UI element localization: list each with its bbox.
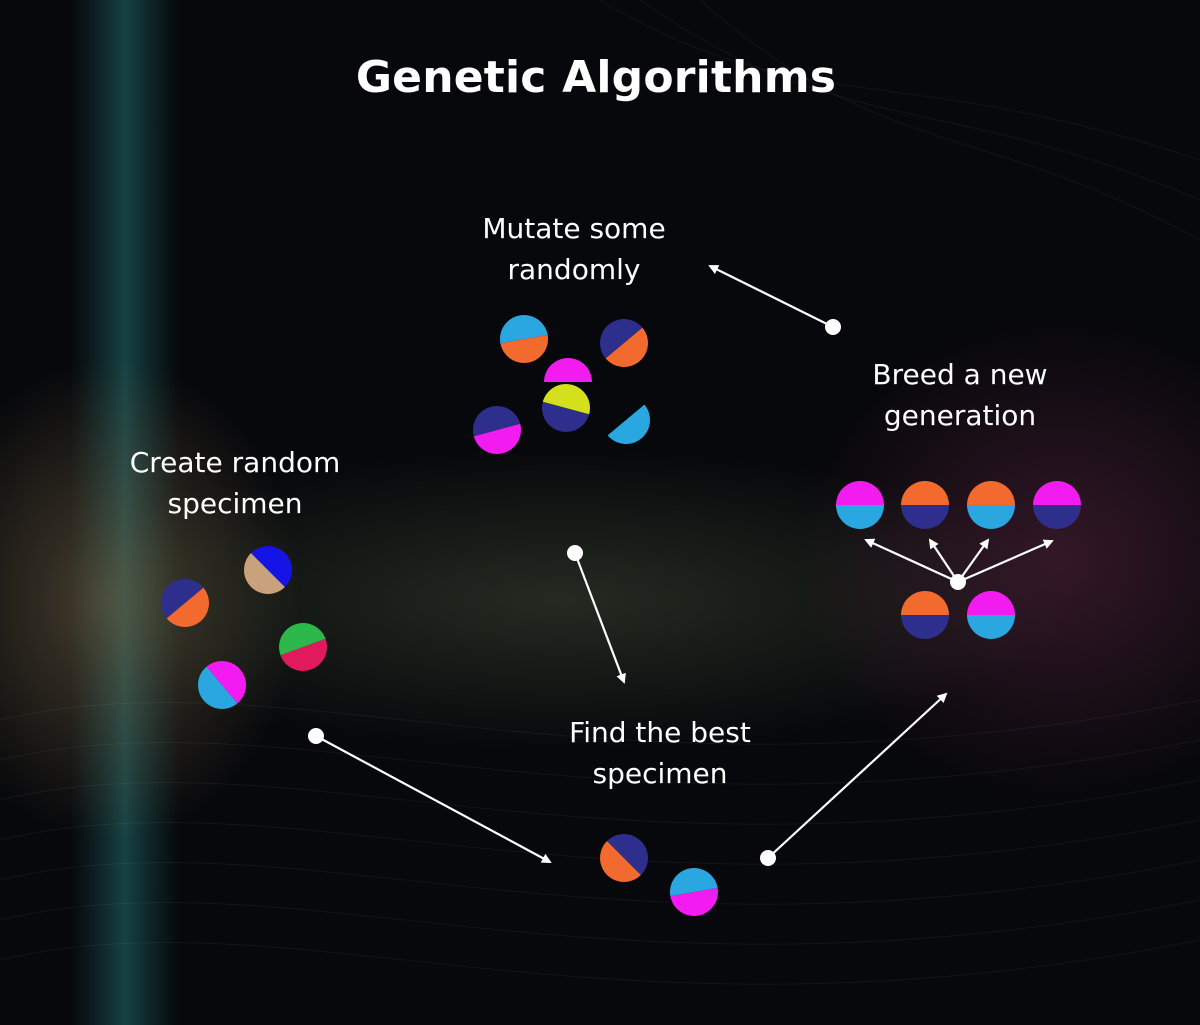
- specimen-create-3-half-a: [280, 638, 327, 671]
- specimen-create-1-half-b: [161, 579, 204, 619]
- stage-label-mutate-line1: Mutate some: [482, 212, 666, 245]
- specimen-best-1: [600, 834, 648, 882]
- stage-label-mutate: Mutate some randomly: [424, 208, 724, 290]
- breeding-hub-dot: [950, 574, 966, 590]
- specimen-create-1-half-a: [166, 587, 209, 627]
- specimen-layer: [161, 315, 1081, 916]
- stage-label-create-line1: Create random: [129, 446, 341, 479]
- specimen-breed-1-half-b: [836, 505, 884, 529]
- breeding-arrow-3: [957, 538, 990, 583]
- specimen-create-2-half-b: [251, 546, 292, 587]
- stage-label-create-line2: specimen: [167, 487, 303, 520]
- specimen-mutate-6-half-b: [473, 406, 521, 437]
- stage-label-breed-line2: generation: [883, 399, 1037, 432]
- specimen-mutate-2: [600, 319, 648, 367]
- stage-label-mutate-line2: randomly: [507, 253, 641, 286]
- specimen-breed-2-half-b: [901, 505, 949, 529]
- specimen-mutate-5: [607, 404, 650, 444]
- specimen-breed-1-half-a: [836, 481, 884, 505]
- breeding-arrow-2: [928, 538, 959, 583]
- specimen-mutate-4: [542, 384, 590, 432]
- specimen-mutate-1-half-a: [500, 334, 548, 363]
- specimen-breed-2: [901, 481, 949, 529]
- specimen-breed-4: [1033, 481, 1081, 529]
- specimen-breed-3: [967, 481, 1015, 529]
- specimen-create-4: [198, 661, 246, 710]
- specimen-mutate-1-half-b: [500, 315, 548, 344]
- breeding-hub: [864, 538, 1054, 590]
- specimen-mutate-5-half: [607, 404, 650, 444]
- specimen-create-4-half-a: [198, 666, 238, 710]
- specimen-breed-3-half-a: [967, 481, 1015, 505]
- specimen-parent-2-half-a: [967, 591, 1015, 615]
- arrow-mutate-to-find-origin-dot: [567, 545, 583, 561]
- specimen-create-1: [161, 579, 209, 627]
- specimen-parent-1-half-b: [901, 615, 949, 639]
- arrow-create-to-find-line: [315, 735, 552, 863]
- arrow-create-to-find-origin-dot: [308, 728, 324, 744]
- specimen-parent-1: [901, 591, 949, 639]
- specimen-mutate-6: [473, 406, 521, 454]
- specimen-best-1-half-a: [600, 841, 641, 882]
- specimen-parent-1-half-a: [901, 591, 949, 615]
- breeding-arrow-1: [864, 538, 959, 584]
- specimen-mutate-4-half-a: [542, 401, 590, 432]
- specimen-best-2-half-b: [670, 868, 718, 897]
- specimen-breed-2-half-a: [901, 481, 949, 505]
- specimen-mutate-3: [544, 358, 592, 382]
- arrows-layer: [308, 265, 1054, 866]
- stage-label-create: Create random specimen: [80, 442, 390, 524]
- specimen-mutate-3-half: [544, 358, 592, 382]
- specimen-best-1-half-b: [607, 834, 648, 875]
- arrow-find-to-breed: [760, 692, 948, 866]
- specimen-breed-4-half-a: [1033, 481, 1081, 505]
- specimen-create-2: [243, 546, 292, 594]
- arrow-find-to-breed-line: [767, 692, 948, 859]
- specimen-mutate-6-half-a: [473, 423, 521, 454]
- specimen-create-3-half-b: [279, 623, 326, 656]
- specimen-best-2: [670, 868, 718, 916]
- stage-label-find: Find the best specimen: [510, 712, 810, 794]
- arrow-breed-to-mutate: [708, 265, 841, 335]
- specimen-mutate-2-half-b: [600, 319, 643, 359]
- specimen-create-2-half-a: [243, 553, 285, 594]
- arrow-mutate-to-find-line: [573, 552, 626, 684]
- page-title: Genetic Algorithms: [355, 52, 837, 103]
- specimen-mutate-1: [500, 315, 548, 363]
- arrow-breed-to-mutate-line: [708, 265, 834, 328]
- arrow-create-to-find: [308, 728, 552, 863]
- specimen-breed-1: [836, 481, 884, 529]
- specimen-create-3: [279, 623, 327, 671]
- specimen-breed-4-half-b: [1033, 505, 1081, 529]
- specimen-create-4-half-b: [206, 661, 246, 704]
- specimen-best-2-half-a: [670, 887, 718, 916]
- specimen-mutate-2-half-a: [605, 327, 648, 367]
- specimen-parent-2-half-b: [967, 615, 1015, 639]
- breeding-arrow-4: [957, 539, 1054, 584]
- stage-label-find-line2: specimen: [592, 757, 728, 790]
- stage-label-breed-line1: Breed a new: [872, 358, 1048, 391]
- specimen-mutate-4-half-b: [542, 384, 590, 415]
- specimen-breed-3-half-b: [967, 505, 1015, 529]
- arrow-mutate-to-find: [567, 545, 626, 684]
- arrow-find-to-breed-origin-dot: [760, 850, 776, 866]
- specimen-parent-2: [967, 591, 1015, 639]
- stage-label-breed: Breed a new generation: [810, 354, 1110, 436]
- stage-label-find-line1: Find the best: [569, 716, 751, 749]
- arrow-breed-to-mutate-origin-dot: [825, 319, 841, 335]
